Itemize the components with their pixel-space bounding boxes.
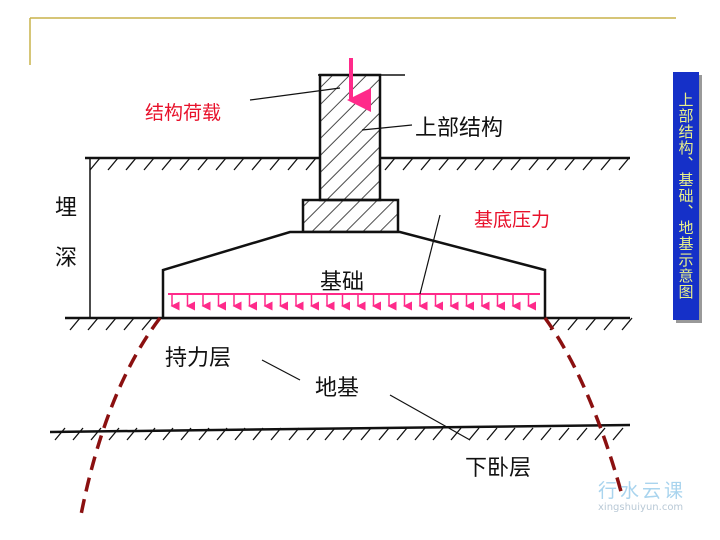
- column: [301, 73, 405, 234]
- watermark-url: xingshuiyun.com: [598, 502, 684, 513]
- soil-hatch: [420, 157, 432, 171]
- soil-hatch: [270, 427, 282, 441]
- soil-hatch: [528, 157, 540, 171]
- soil-hatch: [108, 427, 120, 441]
- soil-hatch: [144, 427, 156, 441]
- soil-hatch: [396, 427, 408, 441]
- soil-hatch: [197, 157, 209, 171]
- soil-hatch: [567, 317, 579, 331]
- soil-hatch: [612, 427, 624, 441]
- soil-hatch: [450, 427, 462, 441]
- soil-hatch: [468, 427, 480, 441]
- soil-hatch: [618, 157, 630, 171]
- soil-hatch: [72, 427, 84, 441]
- soil-hatch: [474, 157, 486, 171]
- soil-hatch: [621, 317, 633, 331]
- soil-hatch: [384, 157, 396, 171]
- soil-hatch: [287, 157, 299, 171]
- soil-hatch: [125, 157, 137, 171]
- soil-hatch: [558, 427, 570, 441]
- soil-hatch: [216, 427, 228, 441]
- watermark-logo: 行水云课: [598, 480, 687, 502]
- soil-hatch: [438, 157, 450, 171]
- soil-hatch: [432, 427, 444, 441]
- soil-hatch: [90, 427, 102, 441]
- slide-frame: [29, 17, 676, 65]
- label-depth-1: 埋: [55, 196, 78, 221]
- soil-hatch: [585, 317, 597, 331]
- soil-hatch: [603, 317, 615, 331]
- soil-hatch: [600, 157, 612, 171]
- label-load: 结构荷载: [145, 102, 222, 124]
- soil-hatch: [522, 427, 534, 441]
- soil-hatch: [87, 317, 99, 331]
- soil-hatch: [143, 157, 155, 171]
- soil-hatch: [234, 427, 246, 441]
- soil-hatch: [126, 427, 138, 441]
- soil-hatch: [360, 427, 372, 441]
- soil-hatch: [378, 427, 390, 441]
- soil-hatch: [564, 157, 576, 171]
- soil-hatch: [233, 157, 245, 171]
- soil-hatch: [540, 427, 552, 441]
- soil-hatch: [105, 317, 117, 331]
- soil-hatch: [324, 427, 336, 441]
- soil-hatch: [305, 157, 317, 171]
- soil-hatch: [179, 157, 191, 171]
- soil-hatch: [402, 157, 414, 171]
- soil-hatch: [504, 427, 516, 441]
- leader-lines: [249, 87, 471, 441]
- label-subgrade: 地基: [315, 376, 360, 401]
- influence-curves: [78, 316, 624, 521]
- label-underlying-layer: 下卧层: [465, 456, 532, 481]
- soil-hatch: [123, 317, 135, 331]
- soil-hatch: [161, 157, 173, 171]
- soil-hatch: [251, 157, 263, 171]
- soil-hatch: [594, 427, 606, 441]
- soil-hatch: [492, 157, 504, 171]
- soil-hatch: [576, 427, 588, 441]
- soil-hatch: [546, 157, 558, 171]
- soil-hatch: [582, 157, 594, 171]
- label-foundation: 基础: [320, 270, 365, 295]
- soil-hatch: [107, 157, 119, 171]
- soil-hatch: [306, 427, 318, 441]
- base-pressure-arrows: [168, 293, 540, 311]
- soil-hatch: [69, 317, 81, 331]
- soil-hatch: [510, 157, 522, 171]
- soil-hatch: [414, 427, 426, 441]
- soil-hatch: [288, 427, 300, 441]
- soil-hatch: [54, 427, 66, 441]
- soil-hatch: [269, 157, 281, 171]
- soil-hatch: [198, 427, 210, 441]
- label-depth-2: 深: [55, 246, 78, 271]
- soil-hatch: [342, 427, 354, 441]
- soil-hatch: [215, 157, 227, 171]
- soil-hatch: [486, 427, 498, 441]
- label-bearing-layer: 持力层: [165, 346, 232, 371]
- soil-hatch: [252, 427, 264, 441]
- soil-hatch: [141, 317, 153, 331]
- soil-hatch: [180, 427, 192, 441]
- soil-hatch: [89, 157, 101, 171]
- side-title: 上部结构、基础、地基示意图: [673, 72, 699, 320]
- soil-hatch: [456, 157, 468, 171]
- soil-hatch: [162, 427, 174, 441]
- label-base-pressure: 基底压力: [474, 209, 551, 231]
- label-superstructure: 上部结构: [415, 116, 504, 141]
